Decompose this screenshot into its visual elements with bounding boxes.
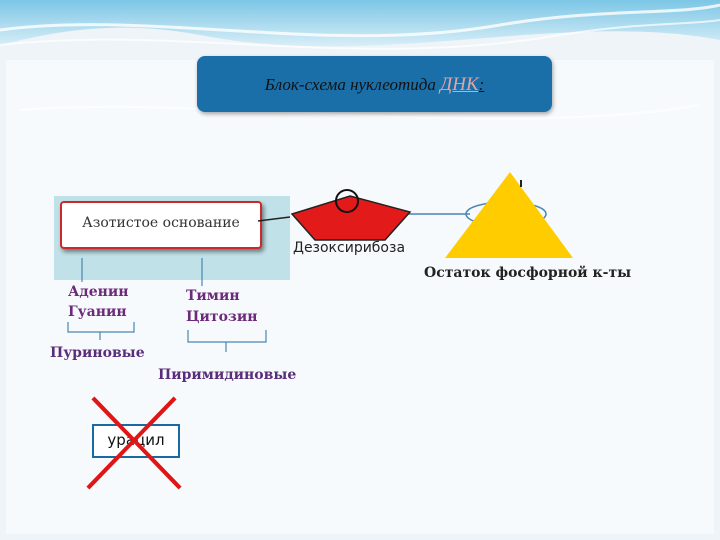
page-title: Блок-схема нуклеотида ДНК: bbox=[197, 74, 552, 96]
base-guanine: Гуанин bbox=[68, 304, 127, 320]
base-sugar-connector bbox=[257, 216, 291, 222]
title-box: Блок-схема нуклеотида ДНК: bbox=[197, 56, 552, 112]
base-adenine: Аденин bbox=[68, 284, 129, 300]
sugar-label: Дезоксирибоза bbox=[293, 240, 406, 256]
phosphate-triangle bbox=[445, 172, 573, 258]
uracil-label: урацил bbox=[107, 431, 165, 449]
pyrimidine-bracket bbox=[187, 330, 267, 352]
base-cytosine: Цитозин bbox=[186, 309, 258, 325]
uracil-box: урацил bbox=[92, 424, 180, 458]
ring-oxygen-circle bbox=[335, 189, 359, 213]
sugar-pentagon bbox=[290, 195, 412, 241]
title-main: Блок-схема нуклеотида bbox=[264, 75, 441, 94]
title-colon: : bbox=[478, 75, 485, 94]
pyrimidines-label: Пиримидиновые bbox=[158, 367, 297, 383]
purines-label: Пуриновые bbox=[50, 345, 145, 361]
phosphate-label: Остаток фосфорной к-ты bbox=[424, 265, 632, 281]
base-label: Азотистое основание bbox=[82, 215, 240, 231]
title-accent: ДНК bbox=[440, 74, 479, 95]
purine-bracket bbox=[67, 322, 135, 340]
base-node: Азотистое основание bbox=[60, 201, 262, 249]
base-thymine: Тимин bbox=[186, 288, 240, 304]
